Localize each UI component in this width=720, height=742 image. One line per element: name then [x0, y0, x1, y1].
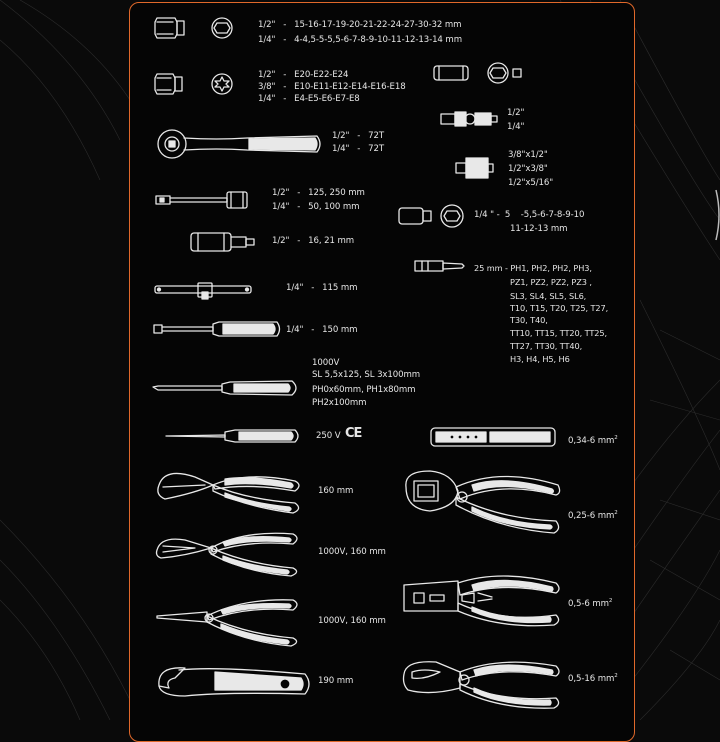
universal-joint-size-14: 1/4" — [507, 122, 525, 132]
socket-sizes-12: 1/2" - 15-16-17-19-20-21-22-24-27-30-32 … — [258, 20, 462, 30]
ratchet-size-14: 1/4" - 72T — [332, 144, 385, 154]
cutters-size: 160 mm — [318, 486, 354, 496]
extension-size-14: 1/4" - 50, 100 mm — [272, 202, 360, 212]
cable-lug-crimper-icon — [402, 661, 560, 709]
screwdriver-bit-icon — [414, 260, 465, 272]
socket-icon — [154, 17, 233, 39]
bit-socket-sizes-2: 11-12-13 mm — [510, 224, 568, 234]
adapter-size-2: 1/2"x3/8" — [508, 164, 548, 174]
bits-line-3: SL3, SL4, SL5, SL6, — [510, 291, 587, 301]
torx-sizes-14: 1/4" - E4-E5-E6-E7-E8 — [258, 94, 360, 104]
torx-sizes-38: 3/8" - E10-E11-E12-E14-E16-E18 — [258, 82, 406, 92]
crimper1-range: 0,25-6 mm2 — [568, 510, 618, 521]
diagonal-cutters-icon — [157, 472, 300, 514]
t-bar-size: 1/4" - 115 mm — [286, 283, 358, 293]
bits-line-8: H3, H4, H5, H6 — [510, 354, 570, 364]
spark-plug-socket-icon — [190, 232, 255, 252]
combination-pliers-icon — [155, 532, 298, 577]
bits-line-2: PZ1, PZ2, PZ2, PZ3 , — [510, 277, 592, 287]
ce-mark: CE — [345, 426, 362, 441]
universal-joint-size-12: 1/2" — [507, 108, 525, 118]
terminal-crimper-icon — [403, 575, 560, 627]
long-nose-pliers-size: 1000V, 160 mm — [318, 616, 386, 626]
screwdriver-voltage: 1000V — [312, 358, 340, 368]
t-bar-handle-icon — [154, 282, 252, 300]
voltage-tester-icon — [165, 429, 299, 443]
cable-knife-icon — [158, 667, 310, 697]
long-nose-pliers-icon — [156, 599, 298, 647]
screwdriver-sizes-1: SL 5,5x125, SL 3x100mm — [312, 370, 421, 380]
driver-handle-icon — [153, 321, 281, 337]
ratchet-size-12: 1/2" - 72T — [332, 131, 385, 141]
extension-size-12: 1/2" - 125, 250 mm — [272, 188, 365, 198]
universal-joint-icon — [440, 111, 498, 127]
socket-sizes-14: 1/4" - 4-4,5-5-5,5-6-7-8-9-10-11-12-13-1… — [258, 35, 462, 45]
long-socket-icon — [433, 62, 522, 84]
crimper2-range: 0,5-6 mm2 — [568, 598, 613, 609]
screwdriver-icon — [152, 380, 297, 396]
bits-line-6: TT10, TT15, TT20, TT25, — [510, 328, 608, 338]
torx-socket-icon — [154, 73, 233, 95]
bits-line-4: T10, T15, T20, T25, T27, — [510, 303, 609, 313]
spark-plug-size: 1/2" - 16, 21 mm — [272, 236, 355, 246]
combination-pliers-size: 1000V, 160 mm — [318, 547, 386, 557]
wire-stripper-icon — [430, 427, 556, 447]
bit-socket-icon — [398, 204, 464, 228]
adapter-size-1: 3/8"x1/2" — [508, 150, 548, 160]
bits-line-7: TT27, TT30, TT40, — [510, 341, 583, 351]
crimper3-range: 0,5-16 mm2 — [568, 673, 618, 684]
driver-handle-size: 1/4" - 150 mm — [286, 325, 358, 335]
bit-socket-sizes-1: 1/4 " - 5 -5,5-6-7-8-9-10 — [474, 210, 585, 220]
cable-knife-size: 190 mm — [318, 676, 354, 686]
bits-line-5: T30, T40, — [510, 315, 548, 325]
bits-line-1: 25 mm - PH1, PH2, PH2, PH3, — [474, 263, 592, 273]
ferrule-crimper-icon — [405, 470, 561, 534]
tester-voltage: 250 V — [316, 431, 341, 441]
adapter-size-3: 1/2"x5/16" — [508, 178, 554, 188]
screwdriver-sizes-3: PH2x100mm — [312, 398, 367, 408]
screwdriver-sizes-2: PH0x60mm, PH1x80mm — [312, 385, 416, 395]
socket-adapter-icon — [455, 157, 494, 179]
stripper-range: 0,34-6 mm2 — [568, 435, 618, 446]
ratchet-icon — [157, 129, 321, 159]
torx-sizes-12: 1/2" - E20-E22-E24 — [258, 70, 349, 80]
extension-bar-icon — [155, 191, 248, 209]
